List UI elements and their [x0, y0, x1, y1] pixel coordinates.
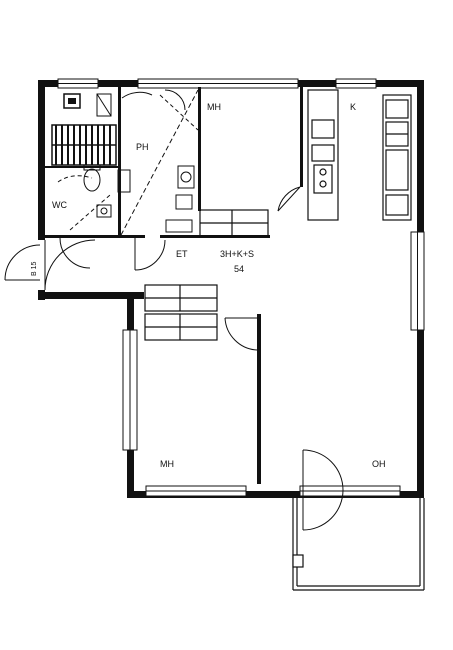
room-label-et: ET — [176, 249, 188, 259]
sauna-bench — [51, 93, 117, 166]
bathroom-fixtures — [57, 89, 199, 236]
balcony — [292, 498, 425, 591]
room-label-mh-upper: MH — [207, 102, 221, 112]
closets — [144, 209, 269, 341]
doors — [4, 89, 344, 531]
room-label-ph: PH — [136, 142, 149, 152]
entrance-level-label: B 15 — [31, 261, 38, 276]
room-label-k: K — [350, 102, 356, 112]
room-label-wc: WC — [52, 200, 67, 210]
apartment-area-label: 54 — [234, 264, 244, 274]
apartment-type-label: 3H+K+S — [220, 249, 254, 259]
room-labels: MH K PH WC ET OH MH 3H+K+S 54 B 15 — [31, 102, 386, 469]
room-label-oh: OH — [372, 459, 386, 469]
room-label-mh-lower: MH — [160, 459, 174, 469]
windows — [57, 78, 425, 497]
kitchen-counters — [307, 89, 412, 221]
